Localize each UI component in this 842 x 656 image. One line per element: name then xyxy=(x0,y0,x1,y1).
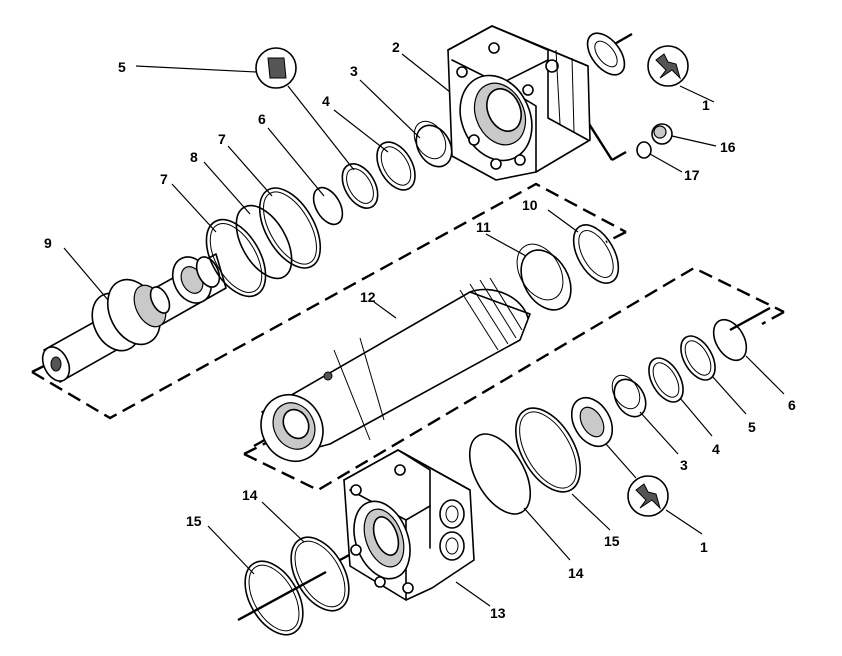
callout-16: 16 xyxy=(720,139,736,155)
callout-3-lower: 3 xyxy=(680,457,688,473)
part-9-rod-assembly xyxy=(41,253,227,383)
part-2-cylinder-head xyxy=(447,25,591,181)
part-16-17-fitting xyxy=(636,123,673,159)
callout-9: 9 xyxy=(44,235,52,251)
callout-14-right: 14 xyxy=(568,565,584,581)
callout-13: 13 xyxy=(490,605,506,621)
part-13-cylinder-head xyxy=(343,449,475,601)
callout-6-lower: 6 xyxy=(788,397,796,413)
callout-15-right: 15 xyxy=(604,533,620,549)
callout-4-lower: 4 xyxy=(712,441,720,457)
callout-labels: 1 1 2 3 3 4 4 5 5 6 6 7 7 8 9 10 11 12 1… xyxy=(44,39,796,621)
callout-15-left: 15 xyxy=(186,513,202,529)
callout-11: 11 xyxy=(476,219,491,235)
seal-kit-symbol-upper-1 xyxy=(647,45,689,87)
callout-17: 17 xyxy=(684,167,700,183)
callout-10: 10 xyxy=(522,197,538,213)
part-12-cylinder-tube xyxy=(260,277,531,462)
callout-5-lower: 5 xyxy=(748,419,756,435)
lower-seal-rings xyxy=(244,318,748,636)
callout-4-upper: 4 xyxy=(322,93,330,109)
callout-5-upper: 5 xyxy=(118,59,126,75)
callout-12: 12 xyxy=(360,289,376,305)
upper-seal-rings xyxy=(205,32,626,311)
callout-7-a: 7 xyxy=(218,131,226,147)
seal-kit-symbol-5 xyxy=(255,47,297,89)
callout-2: 2 xyxy=(392,39,400,55)
callout-3-upper: 3 xyxy=(350,63,358,79)
seal-kit-symbol-lower-1 xyxy=(627,475,669,517)
callout-1-upper: 1 xyxy=(702,97,710,113)
callout-6-upper: 6 xyxy=(258,111,266,127)
callout-7-b: 7 xyxy=(160,171,168,187)
callout-14-left: 14 xyxy=(242,487,258,503)
callout-leaders xyxy=(63,53,785,607)
callout-1-lower: 1 xyxy=(700,539,708,555)
callout-8: 8 xyxy=(190,149,198,165)
